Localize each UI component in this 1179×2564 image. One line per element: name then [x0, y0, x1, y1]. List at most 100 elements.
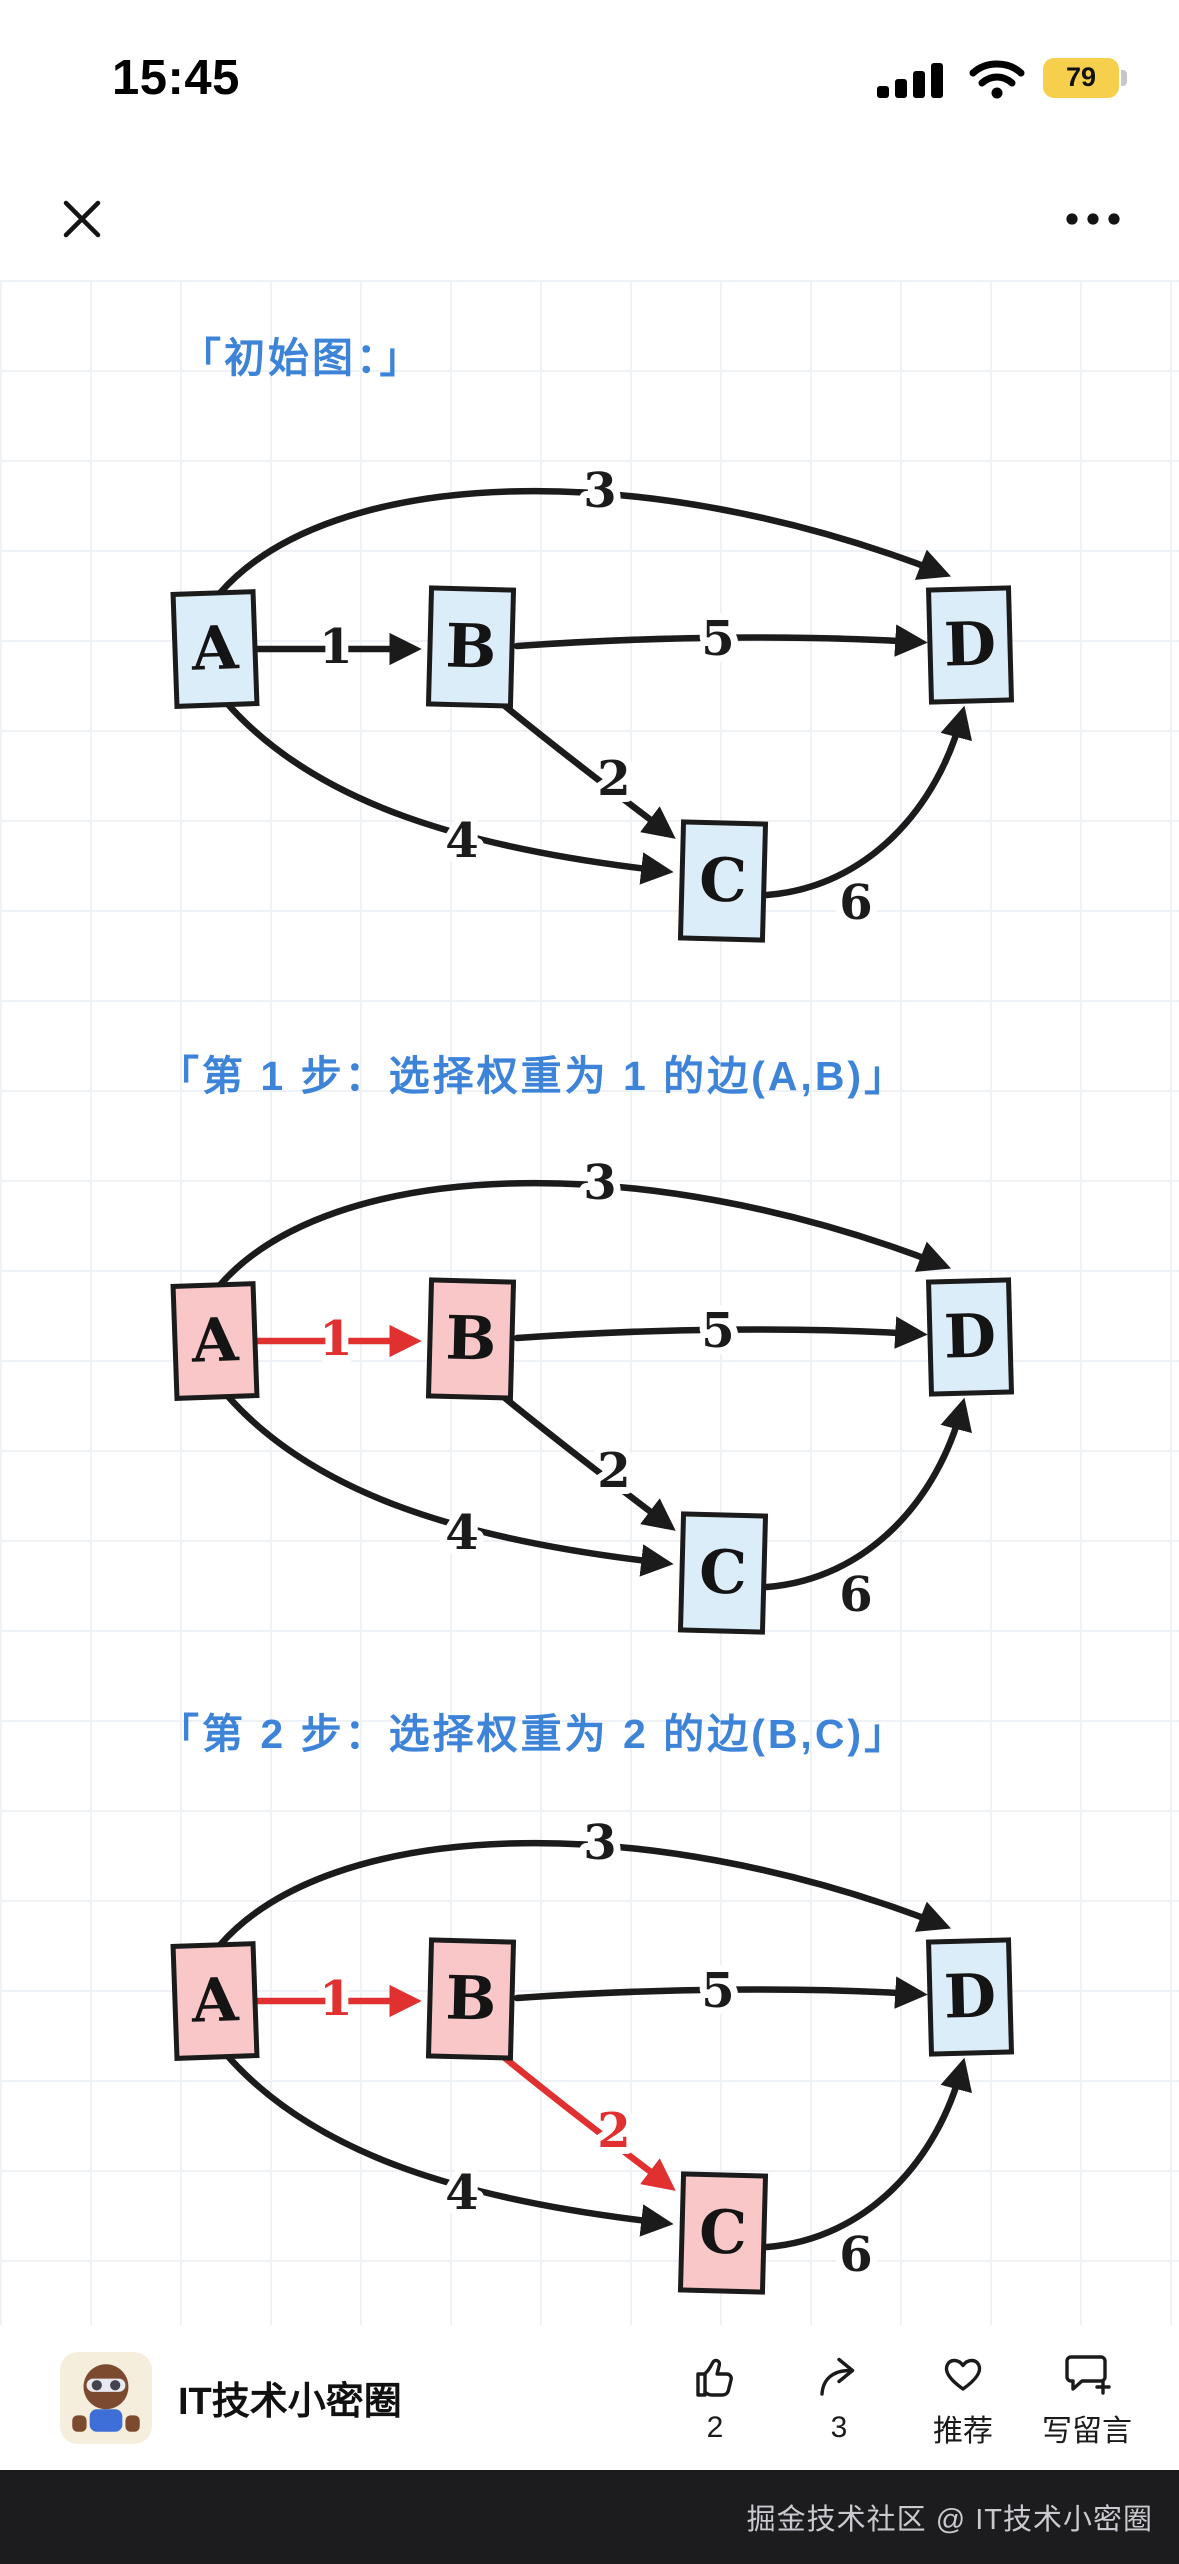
svg-text:D: D: [943, 609, 997, 680]
battery-icon: 79: [1043, 57, 1127, 98]
author-profile[interactable]: IT技术小密圈: [60, 2351, 402, 2444]
svg-text:3: 3: [583, 1815, 616, 1871]
edge-A-B: 1: [244, 1964, 422, 2034]
battery-percent: 79: [1065, 62, 1097, 92]
svg-text:A: A: [190, 1965, 241, 2037]
svg-text:4: 4: [445, 813, 478, 869]
graph-diagram: 3 4 1 5 2 6 A B: [170, 1808, 1015, 2295]
node-B: B: [425, 1277, 517, 1401]
svg-text:2: 2: [597, 1443, 630, 1499]
status-icons: 79: [877, 57, 1127, 99]
section-title-initial: 「初始图：」: [180, 335, 424, 381]
thumbs-up-icon: [696, 2358, 733, 2397]
edge-A-B: 1: [244, 1304, 422, 1374]
edge-A-D: 3: [216, 1148, 952, 1289]
edge-A-C: 4: [221, 2049, 674, 2237]
svg-text:6: 6: [839, 2227, 872, 2283]
like-count: 2: [706, 2410, 724, 2444]
svg-text:1: 1: [319, 619, 352, 675]
more-button[interactable]: [1065, 212, 1121, 229]
svg-text:6: 6: [839, 1567, 872, 1623]
svg-text:C: C: [698, 1537, 748, 1608]
viewer-nav: [0, 160, 1179, 280]
svg-text:4: 4: [445, 2165, 478, 2221]
svg-text:D: D: [943, 1301, 997, 1372]
status-bar: 15:45 79: [0, 0, 1179, 145]
svg-text:C: C: [698, 2197, 748, 2268]
edge-B-D: 5: [513, 604, 928, 674]
svg-text:1: 1: [319, 1311, 352, 1367]
author-avatar[interactable]: [60, 2351, 152, 2444]
svg-text:1: 1: [319, 1971, 352, 2027]
share-forward-icon: [820, 2357, 855, 2396]
node-C: C: [677, 819, 769, 943]
svg-text:2: 2: [597, 751, 630, 807]
svg-text:5: 5: [701, 1963, 734, 2019]
edge-B-C: 2: [496, 698, 676, 839]
graph-diagram: 3 4 1 5 2 6 A B: [170, 456, 1015, 943]
svg-text:6: 6: [839, 875, 872, 931]
edge-A-D: 3: [216, 1808, 952, 1949]
svg-text:D: D: [943, 1961, 997, 2032]
comment-button[interactable]: 写留言: [1025, 2346, 1149, 2450]
svg-text:3: 3: [583, 463, 616, 519]
recommend-button[interactable]: 推荐: [901, 2346, 1025, 2450]
svg-text:3: 3: [583, 1155, 616, 1211]
edge-B-C: 2: [496, 1390, 676, 1531]
node-C: C: [677, 1511, 769, 1635]
svg-text:4: 4: [445, 1505, 478, 1561]
node-A: A: [170, 1941, 260, 2061]
avatar-image: [60, 2351, 152, 2444]
svg-text:A: A: [190, 613, 241, 685]
action-bar: IT技术小密圈 2 3 推荐: [0, 2325, 1179, 2470]
edge-B-D: 5: [513, 1296, 928, 1366]
author-name: IT技术小密圈: [178, 2381, 402, 2423]
edge-A-D: 3: [216, 456, 952, 597]
graph-step1: 3 4 1 5 2 6 A B: [0, 1135, 1179, 1715]
graph-diagram: 3 4 1 5 2 6 A B: [170, 1148, 1015, 1635]
edge-C-D: 6: [763, 2057, 972, 2290]
battery-nub: [1121, 69, 1127, 86]
node-A: A: [170, 1281, 260, 1401]
cellular-signal-icon: [877, 62, 943, 98]
svg-text:5: 5: [701, 1303, 734, 1359]
share-count: 3: [830, 2410, 848, 2444]
watermark-text: 掘金技术社区 @ IT技术小密圈: [746, 2504, 1153, 2536]
comment-label: 写留言: [1042, 2414, 1132, 2448]
node-B: B: [425, 585, 517, 709]
post-actions: 2 3 推荐 写留言: [653, 2346, 1149, 2450]
node-D: D: [925, 1937, 1015, 2057]
svg-text:C: C: [698, 845, 748, 916]
svg-text:5: 5: [701, 611, 734, 667]
node-D: D: [925, 1277, 1015, 1397]
edge-B-C: 2: [496, 2050, 676, 2191]
like-button[interactable]: 2: [653, 2351, 777, 2445]
graph-initial: 3 4 1 5 2 6 A B: [0, 443, 1179, 1023]
wifi-icon: [969, 60, 1025, 98]
close-icon: [63, 200, 101, 237]
edge-A-B: 1: [244, 612, 422, 682]
svg-text:A: A: [190, 1305, 241, 1377]
graph-step2: 3 4 1 5 2 6 A B: [0, 1795, 1179, 2375]
svg-text:B: B: [445, 1963, 498, 2034]
recommend-label: 推荐: [933, 2414, 993, 2448]
edge-A-C: 4: [221, 1389, 674, 1577]
image-viewer-content: 「初始图：」 3 4 1 5 2 6 A: [0, 280, 1179, 2325]
node-C: C: [677, 2171, 769, 2295]
share-button[interactable]: 3: [777, 2351, 901, 2445]
section-title-step2: 「第 2 步：选择权重为 2 的边(B,C)」: [158, 1711, 909, 1757]
watermark-bar: 掘金技术社区 @ IT技术小密圈: [0, 2470, 1179, 2564]
section-title-step1: 「第 1 步：选择权重为 1 的边(A,B)」: [158, 1053, 909, 1099]
close-button[interactable]: [58, 195, 106, 246]
comment-icon: [1065, 2354, 1111, 2395]
edge-B-D: 5: [513, 1956, 928, 2026]
node-A: A: [170, 589, 260, 709]
svg-text:B: B: [445, 611, 498, 682]
status-time: 15:45: [112, 50, 240, 105]
edge-C-D: 6: [763, 705, 972, 938]
svg-text:2: 2: [597, 2103, 630, 2159]
edge-C-D: 6: [763, 1397, 972, 1630]
edge-A-C: 4: [221, 697, 674, 885]
svg-text:B: B: [445, 1303, 498, 1374]
